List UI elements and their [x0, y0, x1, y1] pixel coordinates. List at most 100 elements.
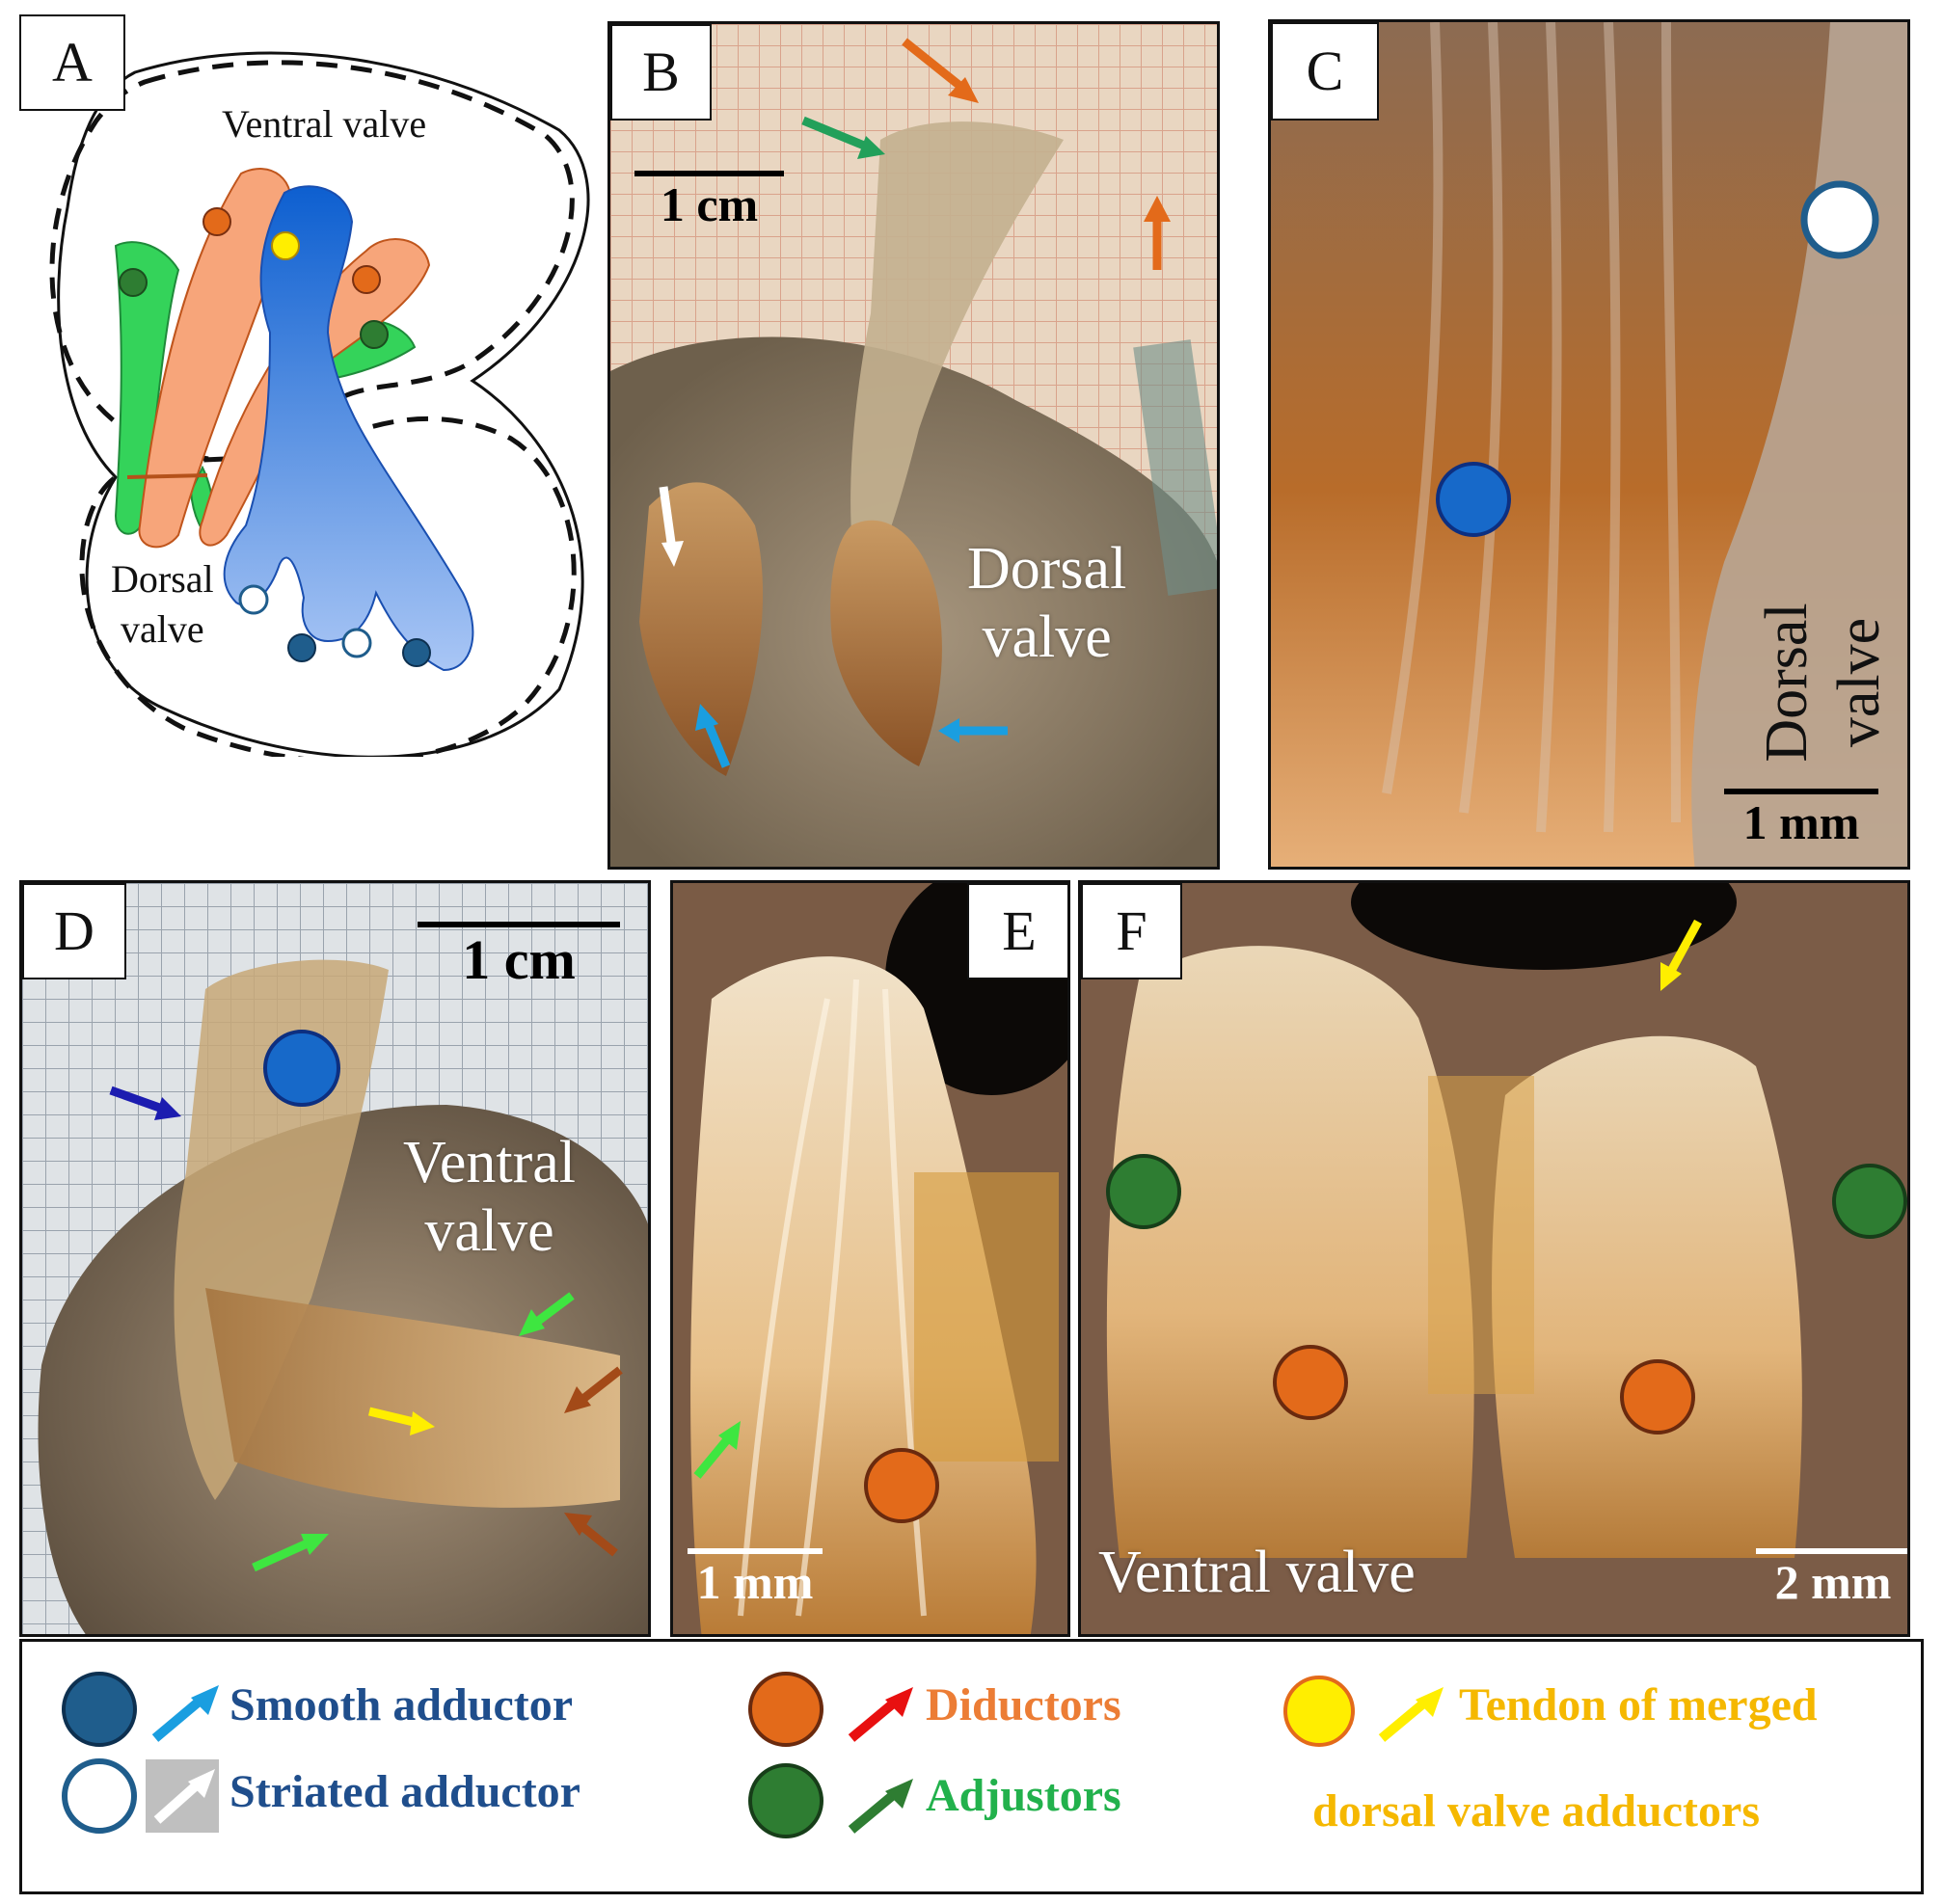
tendon-marker — [271, 231, 300, 260]
legend: Smooth adductor Striated adductor Diduct… — [19, 1639, 1924, 1894]
panel-f-photo — [1081, 883, 1907, 1634]
muscle-right-b — [830, 520, 942, 766]
muscle-fan-f-left — [1106, 946, 1474, 1558]
dorsal-valve-outline — [79, 416, 577, 757]
panel-d-label: D — [22, 883, 126, 979]
adjustor-marker-1 — [119, 268, 148, 297]
dorsal-text-1: Dorsal — [967, 536, 1127, 602]
panel-b-scalebar: 1 cm — [634, 171, 784, 232]
dorsal-valve-text-b: Dorsal valve — [967, 535, 1126, 673]
smooth-adductor-marker-d — [263, 1030, 340, 1107]
dark-blue-arrow-d — [109, 1086, 181, 1120]
legend-symbols — [62, 1672, 1444, 1838]
green-arrow-icon — [848, 1779, 913, 1834]
muscle-fan-f-right — [1492, 1035, 1802, 1558]
smooth-marker-2 — [402, 638, 431, 667]
ventral-text-d-1: Ventral — [403, 1130, 577, 1195]
dorsal-text-c-1: Dorsal — [1754, 603, 1820, 763]
dorsal-text-2: valve — [982, 604, 1112, 671]
panel-e-label: E — [967, 883, 1067, 979]
legend-tendon-line1: Tendon of merged — [1459, 1679, 1818, 1730]
yellow-arrow-icon — [1378, 1687, 1444, 1742]
adjustor-dot — [748, 1763, 823, 1838]
scalebar-text: 1 mm — [696, 1555, 814, 1609]
white-arrow-icon — [153, 1769, 215, 1824]
panel-d-scalebar: 1 cm — [418, 922, 620, 992]
ventral-text-d-2: valve — [424, 1198, 554, 1265]
diductor-dot — [748, 1672, 823, 1747]
blue-arrow-icon — [151, 1685, 219, 1742]
fiber-bundle-b — [850, 121, 1064, 603]
blue-arrow-right-b — [938, 718, 1008, 743]
panel-c-photo — [1271, 22, 1907, 867]
green-arrow-d-bottom — [252, 1534, 329, 1572]
panel-d: D 1 cm Ventral valve — [19, 880, 651, 1637]
smooth-marker-1 — [287, 633, 316, 662]
adjustor-marker-2 — [360, 320, 389, 349]
muscle-bundle-d — [205, 1288, 620, 1508]
striated-marker-1 — [238, 584, 269, 615]
fiber-strands-c — [1382, 22, 1681, 833]
ventral-valve-outline — [49, 60, 575, 462]
striated-adductor-dot — [62, 1758, 137, 1834]
adjustor-marker-f-right — [1832, 1164, 1907, 1239]
scalebar-line — [688, 1548, 823, 1554]
scalebar-line — [1724, 789, 1878, 794]
legend-diductors: Diductors — [926, 1679, 1121, 1730]
scalebar-line — [418, 922, 620, 927]
diductor-marker-f-right — [1620, 1359, 1695, 1435]
panel-e-photo — [673, 883, 1067, 1634]
striated-adductor-marker-c — [1800, 180, 1879, 259]
green-arrow-b — [801, 116, 885, 159]
orange-arrow-right — [1144, 196, 1171, 270]
panel-f: F Ventral valve 2 mm — [1078, 880, 1910, 1637]
orange-arrow-top — [902, 38, 979, 103]
diductor-marker-f-left — [1273, 1345, 1348, 1420]
tendon-dot — [1283, 1676, 1355, 1747]
panel-f-label: F — [1081, 883, 1182, 979]
panel-f-scalebar: 2 mm — [1756, 1548, 1907, 1610]
ventral-valve-label: Ventral valve — [222, 102, 427, 146]
legend-smooth-adductor: Smooth adductor — [229, 1679, 574, 1730]
panel-e-scalebar: 1 mm — [688, 1548, 823, 1610]
brown-arrow-d-bottom — [564, 1513, 618, 1557]
muscle-fan-e — [690, 956, 1037, 1634]
panel-b: B 1 cm Dorsal valve — [607, 21, 1220, 870]
shell-diagram — [49, 51, 590, 757]
panel-c: C Dorsal valve 1 mm — [1268, 19, 1910, 870]
legend-striated-adductor: Striated adductor — [229, 1766, 580, 1817]
scalebar-text: 1 cm — [660, 177, 759, 231]
panel-b-photo — [610, 24, 1217, 867]
scalebar-line — [1756, 1548, 1907, 1554]
ventral-valve-text-d: Ventral valve — [403, 1129, 576, 1267]
scalebar-line — [634, 171, 784, 176]
panel-d-photo — [22, 883, 648, 1634]
panel-b-label: B — [610, 24, 712, 121]
scalebar-text: 1 cm — [462, 928, 576, 991]
panel-c-label: C — [1271, 22, 1379, 121]
smooth-adductor-dot — [62, 1672, 137, 1747]
panel-c-scalebar: 1 mm — [1724, 789, 1878, 850]
dorsal-valve-text-c: Dorsal valve — [1734, 393, 1892, 762]
legend-tendon-line2: dorsal valve adductors — [1312, 1785, 1761, 1837]
dorsal-valve-label-1: Dorsal — [111, 557, 214, 601]
adjustor-marker-f-left — [1106, 1154, 1181, 1229]
green-arrow-e — [693, 1421, 741, 1479]
dorsal-valve-label-2: valve — [121, 607, 204, 651]
yellow-arrow-d — [367, 1407, 435, 1435]
panel-a: A Ventral valve — [19, 14, 598, 757]
diductor-marker-2 — [352, 265, 381, 294]
red-arrow-icon — [848, 1687, 913, 1742]
diductor-marker-e — [864, 1448, 939, 1523]
panel-a-label: A — [19, 14, 125, 111]
yellow-arrow-f — [1660, 919, 1702, 991]
striated-marker-2 — [341, 628, 372, 658]
green-arrow-d-top — [519, 1292, 575, 1336]
scalebar-text: 1 mm — [1742, 795, 1860, 849]
ventral-valve-text-f: Ventral valve — [1098, 1540, 1416, 1605]
scalebar-text: 2 mm — [1774, 1555, 1892, 1609]
adductor-blue — [223, 185, 474, 672]
blue-arrow-left-b — [695, 704, 731, 768]
white-arrow-b — [659, 486, 684, 567]
legend-adjustors: Adjustors — [926, 1770, 1121, 1821]
